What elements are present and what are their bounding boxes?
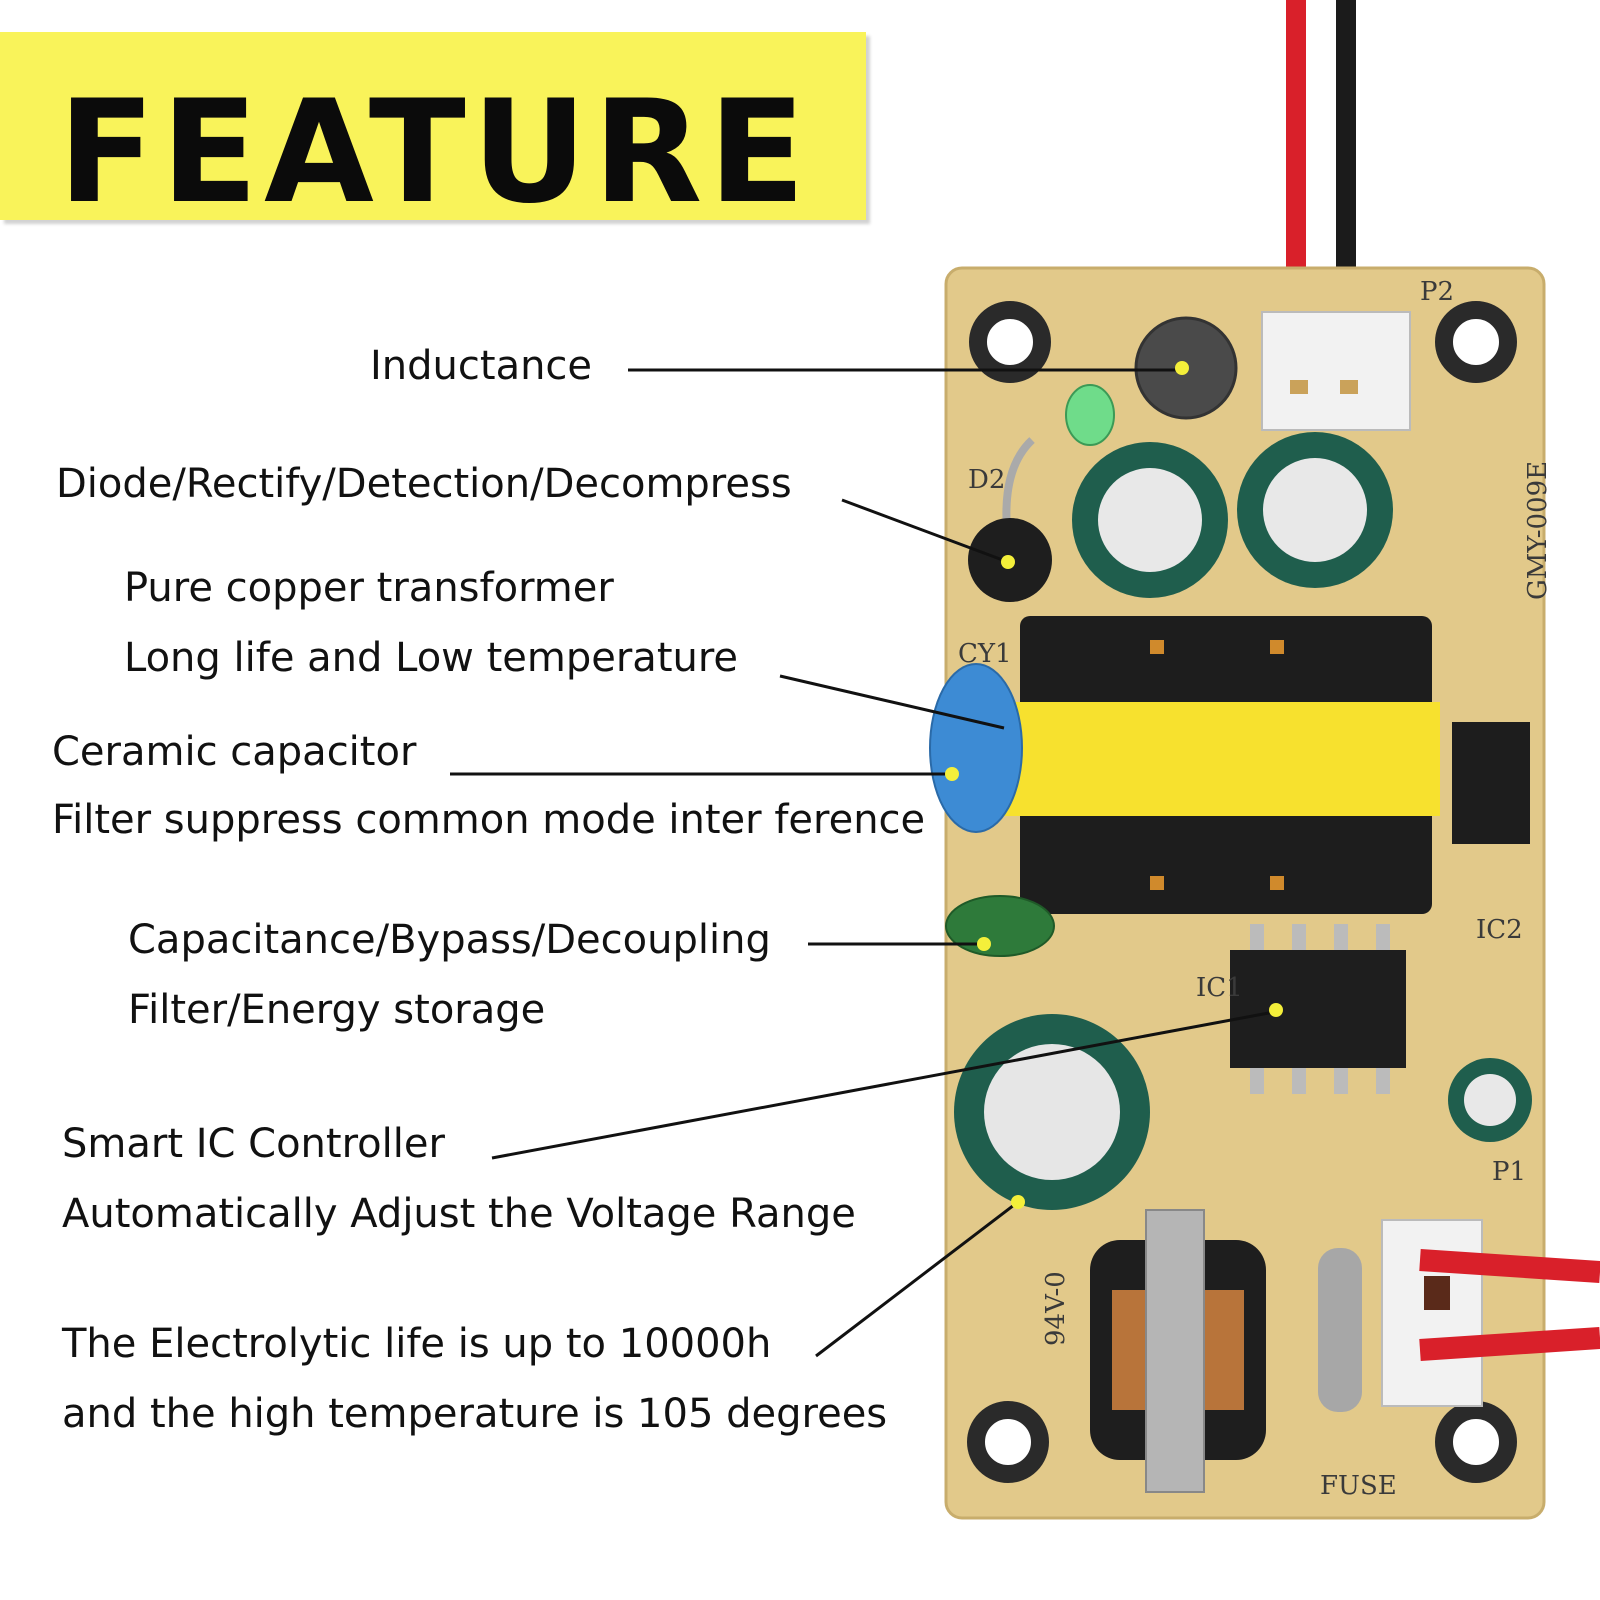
ic-controller: [1230, 924, 1406, 1094]
capacitor-c3: [1448, 1058, 1532, 1142]
transformer: [992, 616, 1440, 914]
feature-banner: FEATURE: [0, 32, 866, 224]
board-label-ic2: IC2: [1476, 915, 1523, 945]
label-ceramic-1: Ceramic capacitor: [52, 729, 417, 775]
board-label-ic1: IC1: [1196, 973, 1243, 1003]
label-inductance: Inductance: [370, 343, 593, 389]
label-ceramic-2: Filter suppress common mode inter ferenc…: [52, 797, 926, 843]
label-ic-1: Smart IC Controller: [62, 1121, 445, 1167]
electrolytic-capacitor: [954, 1014, 1150, 1210]
label-capacitance-2: Filter/Energy storage: [128, 987, 546, 1033]
label-transformer-2: Long life and Low temperature: [124, 635, 739, 681]
electrolytic-caps-top: [1072, 432, 1393, 598]
board-label-d2: D2: [968, 465, 1005, 495]
fuse: [1318, 1248, 1362, 1412]
board-label-fuse: FUSE: [1320, 1471, 1397, 1501]
banner-title: FEATURE: [58, 70, 812, 235]
board-label-p2: P2: [1420, 277, 1454, 307]
input-connector-p1: [1381, 1219, 1483, 1407]
label-ic-2: Automatically Adjust the Voltage Range: [62, 1191, 856, 1237]
output-connector-p2: [1261, 311, 1411, 431]
board-label-rating: 94V-0: [1041, 1271, 1071, 1346]
pointer-dots: [945, 361, 1283, 1209]
mounting-holes: [967, 301, 1517, 1483]
common-mode-choke: [1090, 1209, 1266, 1493]
capacitor-c2: [945, 895, 1055, 957]
label-transformer-1: Pure copper transformer: [124, 565, 614, 611]
leader-lines: [450, 368, 1275, 1358]
label-electrolytic-2: and the high temperature is 105 degrees: [62, 1391, 888, 1437]
led: [1065, 384, 1115, 446]
label-electrolytic-1: The Electrolytic life is up to 10000h: [62, 1321, 772, 1367]
input-wires: [1419, 1249, 1600, 1361]
optocoupler: [1452, 722, 1530, 844]
label-capacitance-1: Capacitance/Bypass/Decoupling: [128, 917, 771, 963]
label-diode: Diode/Rectify/Detection/Decompress: [56, 461, 792, 507]
board-label-p1: P1: [1492, 1157, 1526, 1187]
ceramic-capacitor-cy1: [929, 663, 1023, 833]
board-label-model: GMY-009E: [1523, 461, 1553, 600]
board-label-cy1: CY1: [958, 639, 1012, 669]
